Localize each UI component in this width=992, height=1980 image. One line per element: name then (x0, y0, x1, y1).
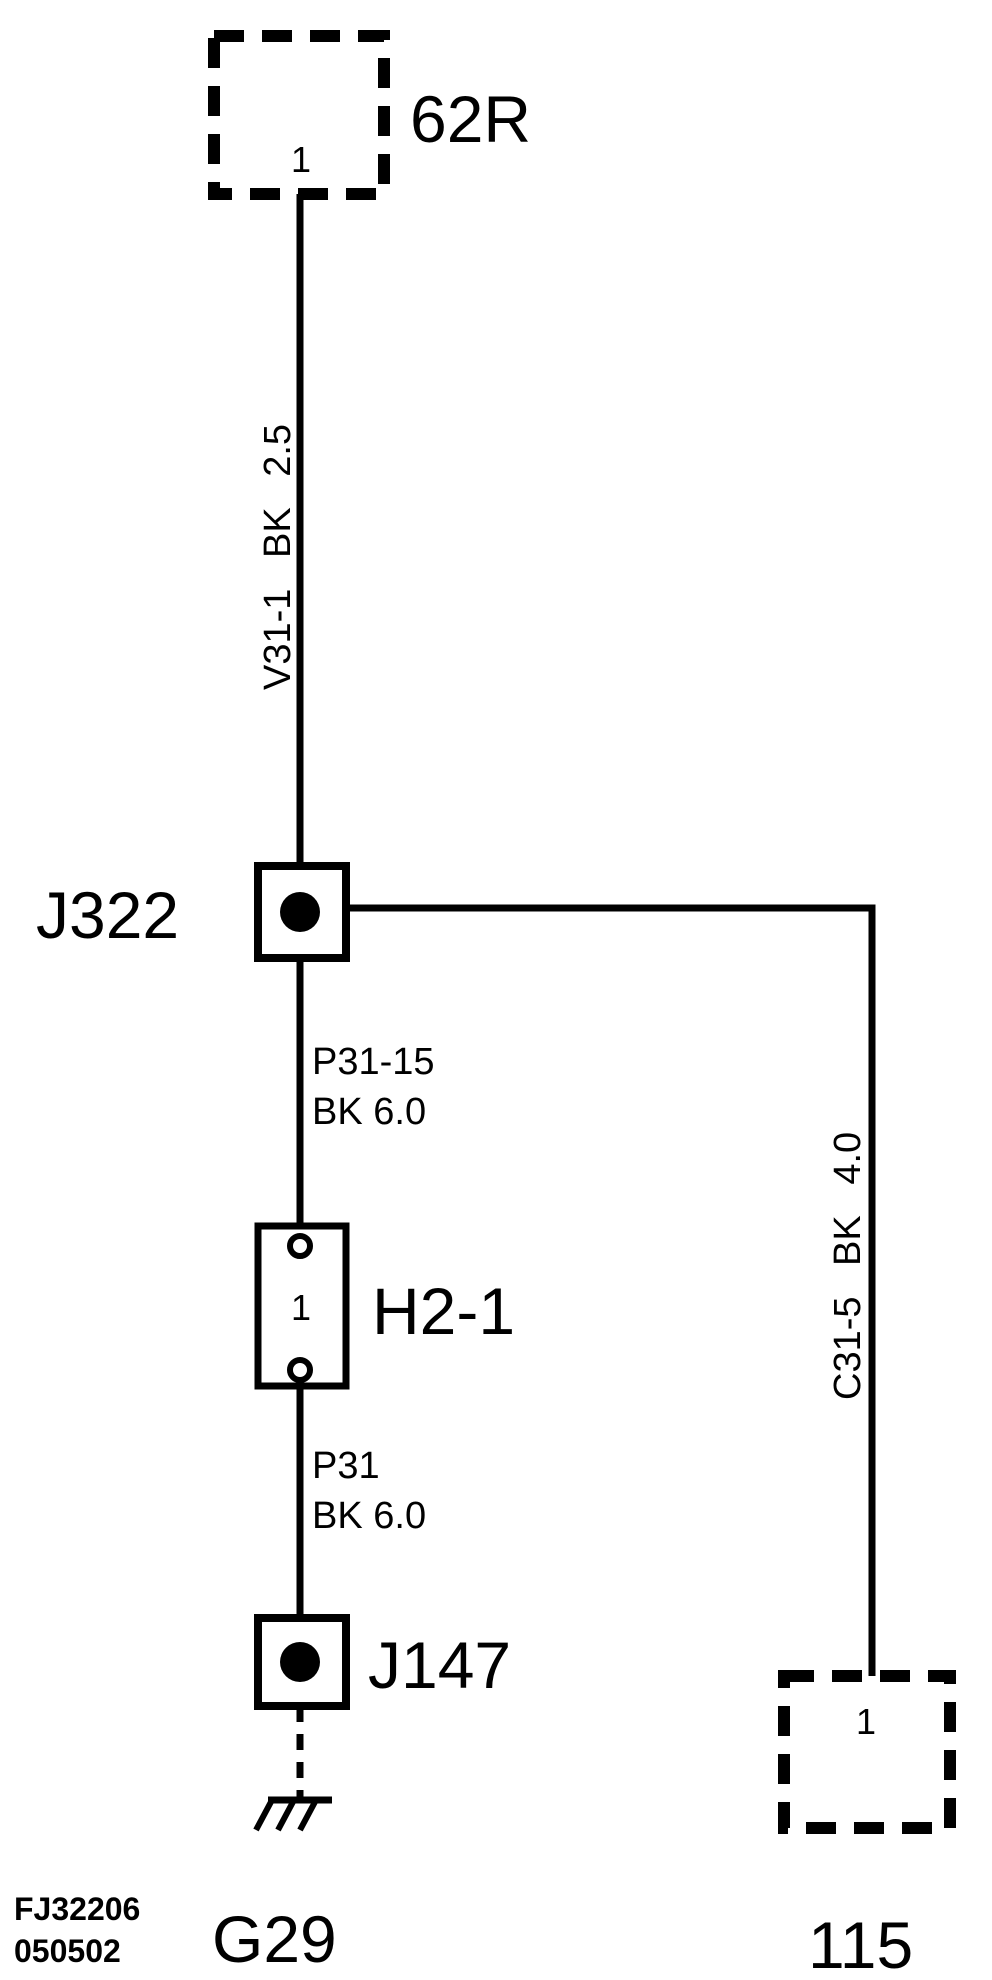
splice-j147 (254, 1614, 350, 1710)
connector-115-pin: 1 (856, 1701, 876, 1742)
splice-j322-label: J322 (36, 878, 179, 952)
fuse-h2-1-pin: 1 (291, 1287, 311, 1328)
fuse-h2-1: 1 (254, 1222, 350, 1390)
wire-p31-label: P31 (312, 1445, 380, 1487)
splice-j322 (254, 862, 350, 962)
figure-code-line1: FJ32206 (14, 1891, 140, 1927)
wire-v31-1-label: V31-1 BK 2.5 (257, 424, 299, 690)
connector-62r-pin: 1 (291, 139, 311, 180)
wire-p31-spec: BK 6.0 (312, 1495, 426, 1537)
connector-115-label: 115 (808, 1908, 913, 1980)
ground-label: G29 (212, 1902, 337, 1976)
figure-code-line2: 050502 (14, 1933, 121, 1969)
wire-c31-5 (346, 904, 876, 1676)
fuse-h2-1-label: H2-1 (372, 1274, 515, 1348)
wire-c31-5-label: C31-5 BK 4.0 (827, 1132, 869, 1400)
connector-115: 1 (778, 1670, 956, 1834)
connector-62r-label: 62R (410, 82, 531, 156)
wire-p31-15-label: P31-15 (312, 1041, 435, 1083)
wire-p31-15-spec: BK 6.0 (312, 1091, 426, 1133)
connector-62r: 1 (208, 30, 390, 200)
ground-symbol-icon (253, 1796, 332, 1832)
splice-j147-label: J147 (368, 1628, 511, 1702)
